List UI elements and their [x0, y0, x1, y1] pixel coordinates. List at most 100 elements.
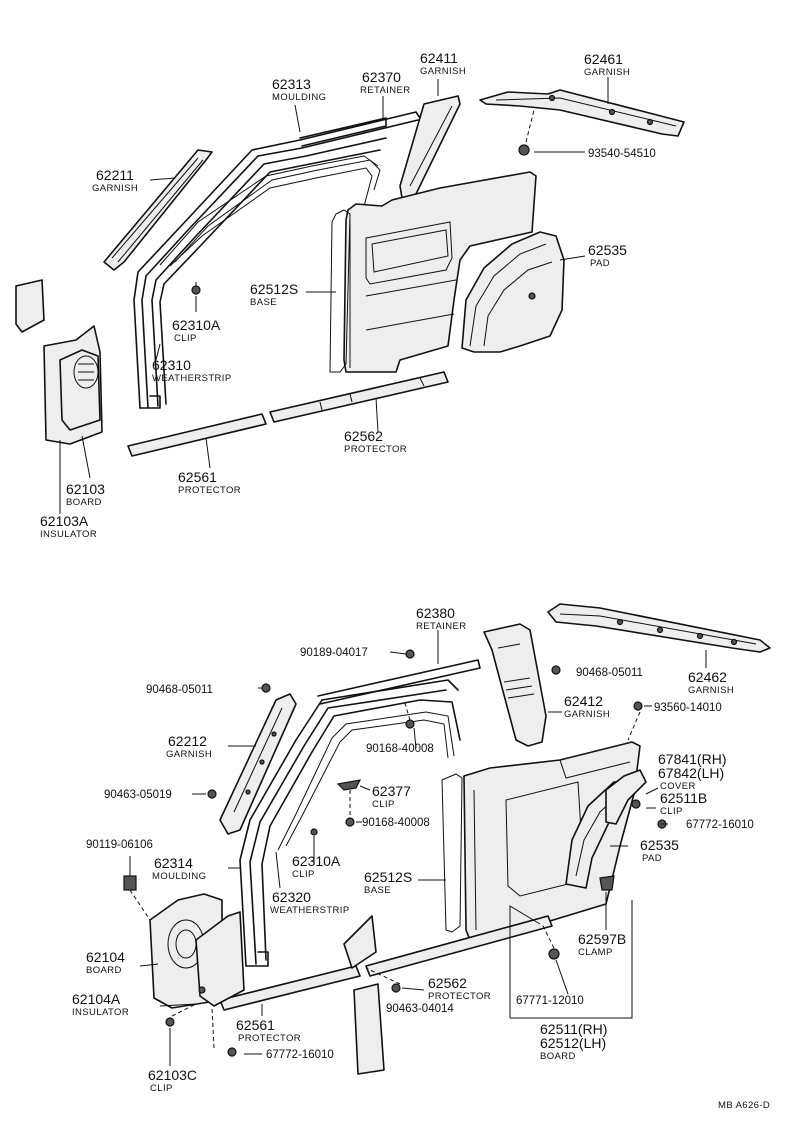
callout-62104A: 62104A INSULATOR [72, 991, 129, 1018]
part-number: 62512S [250, 281, 298, 297]
callout-62310A: 62310A CLIP [172, 317, 221, 344]
bottom-leaders [129, 630, 707, 1066]
part-62412-garnish [483, 623, 547, 747]
part-label: RETAINER [416, 621, 467, 632]
part-62561-protector-bottom [219, 965, 361, 1011]
callout-67772a: 67772-16010 [686, 819, 754, 831]
part-number: 67771-12010 [516, 995, 584, 1007]
callout-62461: 62461 GARNISH [584, 51, 630, 78]
part-number: 62313 [272, 76, 311, 92]
part-number: 62511(RH) [540, 1021, 607, 1037]
callout-62212: 62212 GARNISH [166, 733, 212, 760]
callout-90463b: 90463-04014 [386, 1003, 454, 1015]
callout-90468b: 90468-05011 [576, 667, 643, 679]
part-62512S-base-bottom [441, 741, 641, 941]
part-number: 62310A [292, 853, 341, 869]
part-62561-protector [127, 413, 267, 457]
part-label: GARNISH [584, 67, 630, 78]
part-label: CLIP [372, 799, 395, 810]
callout-62380: 62380 RETAINER [416, 605, 467, 632]
callout-90168a: 90168-40008 [366, 743, 434, 755]
part-62462-garnish [547, 603, 771, 653]
part-number: 67772-16010 [266, 1049, 334, 1061]
part-label: INSULATOR [72, 1007, 129, 1018]
part-number: 62535 [588, 242, 627, 258]
callout-62310: 62310 WEATHERSTRIP [152, 357, 231, 384]
part-label: CLIP [660, 806, 683, 817]
callout-62561b: 62561 PROTECTOR [236, 1017, 301, 1044]
part-label: RETAINER [360, 85, 411, 96]
part-number: 90463-04014 [386, 1003, 454, 1015]
part-label: PROTECTOR [344, 444, 407, 455]
part-label: PROTECTOR [178, 485, 241, 496]
part-62562-protector-bottom [365, 915, 553, 977]
part-number: 62512S [364, 869, 412, 885]
fasteners-bottom [123, 649, 667, 1057]
part-62380-retainer [317, 659, 481, 705]
part-number: 67772-16010 [686, 819, 754, 831]
bottom-section: 62380 RETAINER 90189-04017 90468-05011 9… [72, 603, 771, 1094]
part-label: PROTECTOR [238, 1033, 301, 1044]
part-62313-moulding [133, 111, 421, 409]
part-number: 62597B [578, 931, 626, 947]
part-number: 62512(LH) [540, 1035, 606, 1051]
part-62211-garnish [103, 149, 213, 271]
part-label: BOARD [86, 965, 122, 976]
callout-62462: 62462 GARNISH [688, 669, 734, 696]
part-62212-garnish [219, 693, 297, 835]
part-number: 62511B [660, 790, 707, 806]
part-number: 90168-40008 [366, 743, 434, 755]
callout-62310Ab: 62310A CLIP [292, 853, 341, 880]
part-number: 90119-06106 [86, 839, 153, 851]
part-label: MOULDING [152, 871, 206, 882]
part-label: PAD [590, 258, 610, 269]
callout-90168b: 90168-40008 [362, 817, 430, 829]
callout-93560: 93560-14010 [654, 702, 722, 714]
part-number: 62310 [152, 357, 191, 373]
part-number: 62535 [640, 837, 679, 853]
callout-62103: 62103 BOARD [66, 481, 105, 508]
part-label: GARNISH [688, 685, 734, 696]
callout-62412: 62412 GARNISH [564, 693, 610, 720]
callout-62211: 62211 GARNISH [92, 167, 138, 194]
callout-90468a: 90468-05011 [146, 684, 213, 696]
part-number: 62411 [420, 50, 458, 66]
part-label: CLIP [292, 869, 315, 880]
callout-62511B: 62511B CLIP [660, 790, 707, 817]
part-number: 62103C [148, 1067, 197, 1083]
callout-62104: 62104 BOARD [86, 949, 125, 976]
top-leaders [59, 77, 609, 514]
part-number: 62562 [428, 975, 467, 991]
part-62104-board [149, 893, 245, 1009]
callout-67771: 67771-12010 [516, 995, 584, 1007]
callout-90189: 90189-04017 [300, 647, 368, 659]
part-62562-protector [269, 371, 449, 423]
part-number: 62212 [168, 733, 207, 749]
callout-62313: 62313 MOULDING [272, 76, 326, 103]
part-label: WEATHERSTRIP [270, 905, 350, 916]
part-62370-retainer [299, 117, 387, 147]
part-number: 62314 [154, 855, 193, 871]
part-number: 62103 [66, 481, 105, 497]
callout-62561: 62561 PROTECTOR [178, 469, 241, 496]
part-number: 90463-05019 [104, 789, 172, 801]
part-label: CLAMP [578, 947, 613, 958]
part-label: GARNISH [420, 66, 466, 77]
part-number: 90468-05011 [576, 667, 643, 679]
callout-67842: 67842(LH) COVER [658, 765, 724, 792]
part-label: CLIP [150, 1083, 173, 1094]
callout-62103C: 62103C CLIP [148, 1067, 197, 1094]
callout-62512: 62512(LH) BOARD [540, 1035, 606, 1062]
callout-67841: 67841(RH) [658, 751, 726, 767]
part-small-pad [15, 279, 45, 333]
part-62314-moulding [239, 679, 461, 967]
callout-90463a: 90463-05019 [104, 789, 172, 801]
part-number: 62380 [416, 605, 455, 621]
part-number: 67841(RH) [658, 751, 726, 767]
part-label: INSULATOR [40, 529, 97, 540]
drawing-code: MB A626-D [718, 1100, 770, 1111]
callout-62511: 62511(RH) [540, 1021, 607, 1037]
part-number: 62561 [236, 1017, 275, 1033]
part-number: 62462 [688, 669, 727, 685]
part-62103-board [43, 325, 103, 445]
